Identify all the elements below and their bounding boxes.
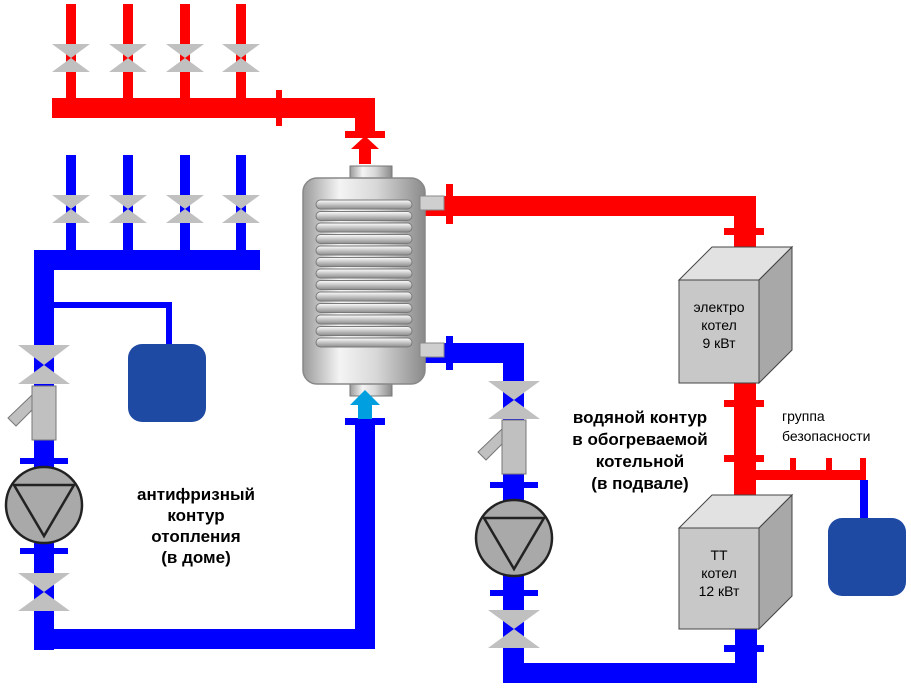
antifreeze-circuit-label: антифризный контур отопления (в доме) bbox=[137, 485, 255, 567]
valve-icon bbox=[18, 573, 70, 611]
water-circuit-label: водяной контур в обогреваемой котельной … bbox=[572, 408, 707, 493]
strainer-left bbox=[7, 385, 57, 441]
electric-boiler-line-3: 9 кВт bbox=[702, 335, 736, 351]
antifreeze-label-line-2: контур bbox=[167, 506, 224, 525]
valve-icon bbox=[52, 195, 90, 223]
valve-icon bbox=[222, 195, 260, 223]
safety-group-line-2: безопасности bbox=[782, 428, 871, 444]
safety-group-line-1: группа bbox=[782, 408, 825, 424]
valve-icon bbox=[109, 195, 147, 223]
valve-icon bbox=[109, 44, 147, 72]
coil-turn bbox=[315, 257, 413, 267]
heat-exchanger-coil bbox=[315, 199, 413, 348]
solid-fuel-boiler-line-2: котел bbox=[701, 565, 737, 581]
valve-icon bbox=[166, 44, 204, 72]
inflow-arrow-icon bbox=[350, 390, 380, 419]
valve-icon bbox=[52, 44, 90, 72]
expansion-tank-right bbox=[828, 518, 906, 596]
valve-icon bbox=[222, 44, 260, 72]
pump-icon bbox=[4, 465, 84, 545]
coil-turn bbox=[315, 222, 413, 233]
solid-fuel-boiler-line-3: 12 кВт bbox=[699, 583, 740, 599]
valve-icon bbox=[166, 195, 204, 223]
valve-icon bbox=[488, 610, 540, 648]
water-label-line-2: в обогреваемой bbox=[572, 430, 707, 449]
antifreeze-label-line-4: (в доме) bbox=[161, 548, 230, 567]
safety-group-label: группа безопасности bbox=[782, 408, 871, 444]
valves bbox=[18, 44, 540, 648]
coil-turn bbox=[315, 211, 413, 221]
antifreeze-label-line-1: антифризный bbox=[137, 485, 255, 504]
electric-boiler-line-1: электро bbox=[693, 299, 744, 315]
valve-icon bbox=[18, 345, 70, 384]
solid-fuel-boiler-line-1: ТТ bbox=[710, 547, 728, 563]
coil-turn bbox=[315, 314, 413, 325]
solid-fuel-boiler: ТТ котел 12 кВт bbox=[677, 493, 794, 631]
coil-turn bbox=[315, 268, 413, 279]
water-label-line-4: (в подвале) bbox=[591, 474, 688, 493]
expansion-tank-left bbox=[128, 344, 206, 422]
coil-turn bbox=[315, 245, 413, 256]
valve-icon bbox=[488, 381, 540, 419]
water-label-line-3: котельной bbox=[596, 452, 684, 471]
water-label-line-1: водяной контур bbox=[573, 408, 707, 427]
electric-boiler: электро котел 9 кВт bbox=[677, 245, 794, 385]
coil-turn bbox=[315, 234, 413, 244]
coil-turn bbox=[315, 303, 413, 313]
antifreeze-label-line-3: отопления bbox=[151, 527, 240, 546]
pump-icon bbox=[474, 498, 554, 578]
buffer-tank bbox=[302, 165, 445, 397]
hot-supply-manifold bbox=[52, 4, 385, 164]
coil-turn bbox=[315, 291, 413, 302]
coil-turn bbox=[315, 199, 413, 210]
electric-boiler-line-2: котел bbox=[701, 317, 737, 333]
strainer-right bbox=[477, 419, 527, 475]
coil-turn bbox=[315, 280, 413, 290]
coil-turn bbox=[315, 326, 413, 336]
coil-turn bbox=[315, 337, 413, 348]
